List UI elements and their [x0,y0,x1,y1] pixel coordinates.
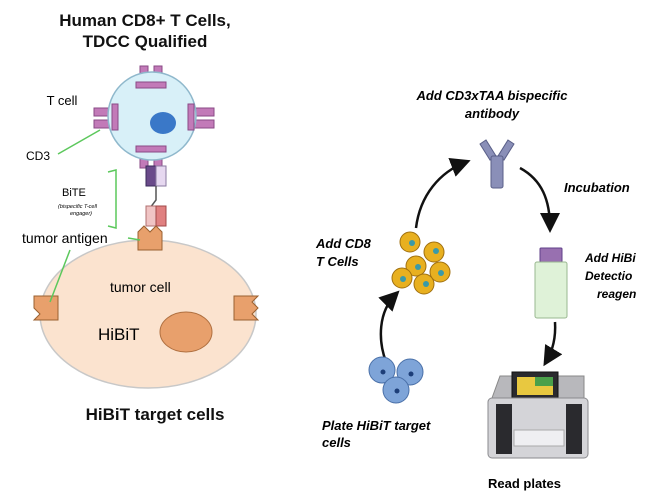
tumor-cell-body [39,239,257,389]
t-cell-nucleus [150,112,176,134]
step-cd8-line1: Add CD8 [315,236,372,251]
t-cell-receptor-cap-top [135,81,167,89]
bite-arm-cd3 [145,165,157,187]
step-incubation: Incubation [564,180,630,195]
t-cell-label: T cell [47,93,78,108]
bite-bracket [107,169,117,229]
arrow-antibody-to-detection [519,166,560,233]
arrow-plate-to-cd8 [378,290,400,363]
tumor-antigen-leader-top [127,237,141,241]
step-read-plates: Read plates [488,476,561,491]
left-title-line2: TDCC Qualified [82,32,208,51]
tumor-antigen-right [233,295,260,321]
arrow-detection-to-read [543,321,563,367]
step-antibody-line2: antibody [465,106,520,121]
bite-sublabel1: (bispecific T-cell [58,204,98,210]
bite-label: BiTE [62,187,86,199]
t-cell-receptor-cap-bottom [135,145,167,153]
detection-reagent-bottle-icon [534,247,568,319]
left-title: Human CD8+ T Cells, TDCC Qualified [40,10,250,52]
tumor-antigen-top [137,225,163,251]
leader-lines [49,129,141,303]
tumor-cell-label: tumor cell [110,279,171,295]
plate-reader-icon [487,371,589,459]
step-detection-line2: Detectio [585,269,632,283]
bite-arm-cd3-light [155,165,167,187]
left-footer-title: HiBiT target cells [85,405,225,424]
step-detection-line1: Add HiBi [584,251,636,265]
tumor-antigen-left [32,295,59,321]
step-plate-line2: cells [322,435,351,450]
bite-sublabel2: engager) [70,211,92,217]
t-cell-body [107,71,197,161]
cd8-t-cells-icon [391,231,451,295]
tumor-cell [32,225,260,389]
antibody-icon [479,139,515,189]
bite-molecule [145,165,167,227]
t-cell-receptor-cap-right [187,103,195,131]
cd3-leader-line [57,129,101,155]
bite-arm-taa-dark [155,205,167,227]
left-title-line1: Human CD8+ T Cells, [59,11,231,30]
step-plate-line1: Plate HiBiT target [322,418,431,433]
t-cell [93,65,215,169]
workflow-arrows [378,158,563,367]
tumor-antigen-label: tumor antigen [22,230,108,246]
bite-arm-taa [145,205,157,227]
step-detection-line3: reagen [597,287,636,301]
cd3-label: CD3 [26,149,50,163]
t-cell-receptor-cap-left [111,103,119,131]
arrow-cd8-to-antibody [414,158,471,229]
step-cd8-line2: T Cells [316,254,359,269]
hibit-target-cells-icon [368,356,424,404]
hibit-label: HiBiT [98,325,140,344]
tumor-antigen-leader-left [49,249,71,303]
bite-linker [149,186,157,209]
tumor-cell-nucleus [159,311,213,353]
step-antibody-line1: Add CD3xTAA bispecific [416,88,569,103]
